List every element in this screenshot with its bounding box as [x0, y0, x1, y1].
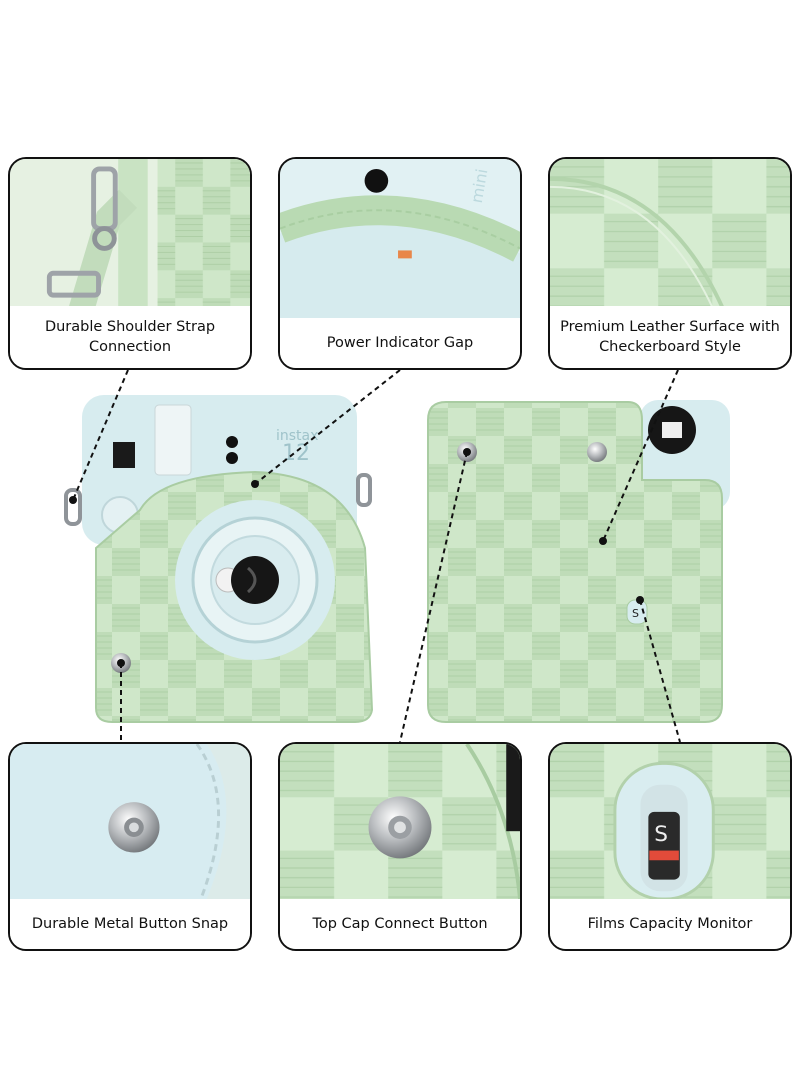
films-monitor-label: Films Capacity Monitor: [550, 899, 790, 949]
films-monitor-photo: S: [550, 744, 790, 899]
leather-surface-photo: [550, 159, 790, 318]
shoulder-strap-photo: [10, 159, 250, 318]
shoulder-strap-label: Durable Shoulder Strap Connection: [10, 306, 250, 368]
power-indicator-photo: mini: [280, 159, 520, 318]
callout-power-indicator: mini Power Indicator Gap: [278, 157, 522, 370]
callout-shoulder-strap: Durable Shoulder Strap Connection: [8, 157, 252, 370]
top-cap-photo: [280, 744, 520, 899]
leather-surface-label: Premium Leather Surface with Checkerboar…: [550, 306, 790, 368]
case-front: [64, 470, 374, 723]
power-indicator-label: Power Indicator Gap: [280, 318, 520, 368]
top-cap-label: Top Cap Connect Button: [280, 899, 520, 949]
callout-films-monitor: S Films Capacity Monitor: [548, 742, 792, 951]
callout-top-cap: Top Cap Connect Button: [278, 742, 522, 951]
metal-button-label: Durable Metal Button Snap: [10, 899, 250, 949]
callout-metal-button: Durable Metal Button Snap: [8, 742, 252, 951]
case-back: S: [427, 400, 730, 723]
monitor-counter-letter: S: [654, 822, 668, 847]
metal-button-photo: [10, 744, 250, 899]
camera-model-text: 12: [282, 441, 310, 466]
callout-leather-surface: Premium Leather Surface with Checkerboar…: [548, 157, 792, 370]
film-counter-letter: S: [632, 607, 639, 620]
main-product-photo: instax 12 S: [64, 395, 730, 723]
